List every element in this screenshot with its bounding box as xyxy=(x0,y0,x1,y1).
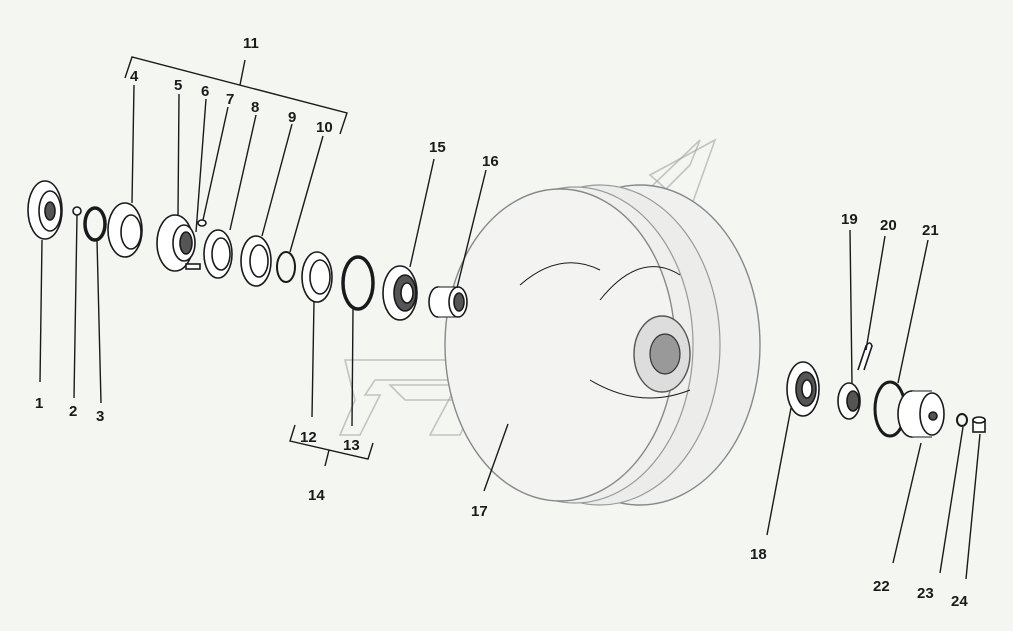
label-24: 24 xyxy=(951,593,968,610)
part-4-seal-housing xyxy=(107,202,143,258)
label-18: 18 xyxy=(750,546,767,563)
part-13-ring xyxy=(341,255,375,311)
label-19: 19 xyxy=(841,211,858,228)
part-16-bushing xyxy=(428,286,468,318)
label-4: 4 xyxy=(130,68,139,85)
part-9-seal xyxy=(240,235,272,287)
leader-lines xyxy=(39,84,981,580)
part-2-nut xyxy=(72,206,82,216)
part-18-bearing xyxy=(786,361,820,417)
label-16: 16 xyxy=(482,153,499,170)
label-11: 11 xyxy=(243,35,259,52)
part-19-castle-nut xyxy=(837,382,861,420)
part-12-seal xyxy=(301,251,333,303)
part-7-pin xyxy=(197,219,207,227)
label-22: 22 xyxy=(873,578,890,595)
bracket-11 xyxy=(124,56,348,135)
label-8: 8 xyxy=(251,99,259,116)
label-7: 7 xyxy=(226,91,234,108)
part-labels: 1 2 3 4 5 6 7 8 9 10 11 12 13 14 15 16 1… xyxy=(35,35,968,610)
part-15-bearing xyxy=(382,265,418,321)
label-15: 15 xyxy=(429,139,446,156)
label-9: 9 xyxy=(288,109,296,126)
part-23-washer xyxy=(956,413,968,427)
label-5: 5 xyxy=(174,77,182,94)
label-3: 3 xyxy=(96,408,104,425)
label-23: 23 xyxy=(917,585,934,602)
part-1-cover xyxy=(27,180,63,240)
label-1: 1 xyxy=(35,395,43,412)
part-6-pin xyxy=(185,263,201,270)
label-2: 2 xyxy=(69,403,77,420)
label-12: 12 xyxy=(300,429,317,446)
bracket-14 xyxy=(289,424,374,467)
label-6: 6 xyxy=(201,83,209,100)
part-22-cap xyxy=(897,390,945,438)
part-10-ring xyxy=(276,251,296,283)
label-17: 17 xyxy=(471,503,488,520)
part-20-cotter-pin xyxy=(857,342,873,371)
part-24-bolt xyxy=(972,416,986,433)
part-8-seal xyxy=(203,229,233,279)
label-14: 14 xyxy=(308,487,325,504)
part-5-flange xyxy=(156,214,196,272)
label-20: 20 xyxy=(880,217,897,234)
part-3-ring xyxy=(83,206,107,242)
large-wheel-part xyxy=(444,184,761,506)
label-21: 21 xyxy=(922,222,939,239)
label-10: 10 xyxy=(316,119,333,136)
label-13: 13 xyxy=(343,437,360,454)
